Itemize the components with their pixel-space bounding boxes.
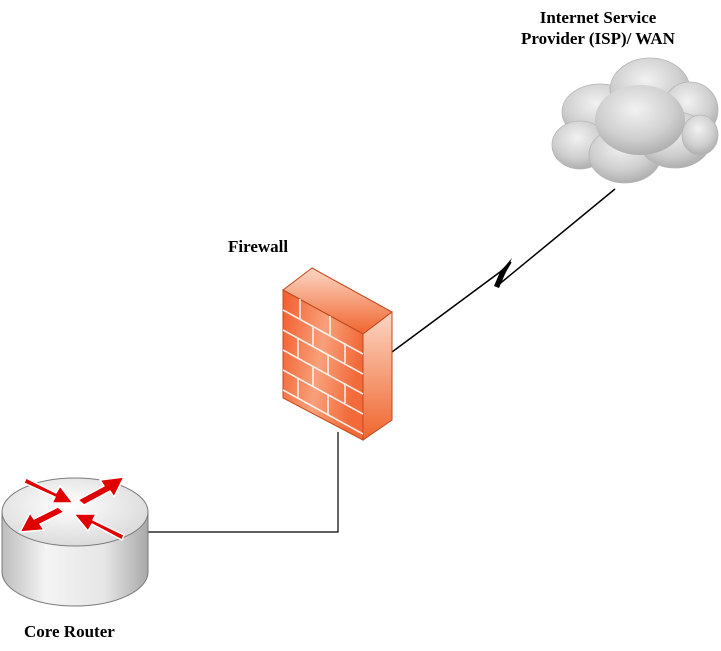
isp-label: Internet Service Provider (ISP)/ WAN [498,7,698,49]
isp-label-line1: Internet Service [539,8,657,27]
firewall-brick-wall-icon [282,267,393,441]
firewall-label: Firewall [228,237,289,256]
isp-label-line2: Provider (ISP)/ WAN [521,29,675,48]
link-firewall-isp [391,188,616,353]
link-router-firewall [148,432,339,533]
router-label: Core Router [24,622,115,641]
cloud-icon [551,57,719,184]
router-icon [1,476,149,607]
